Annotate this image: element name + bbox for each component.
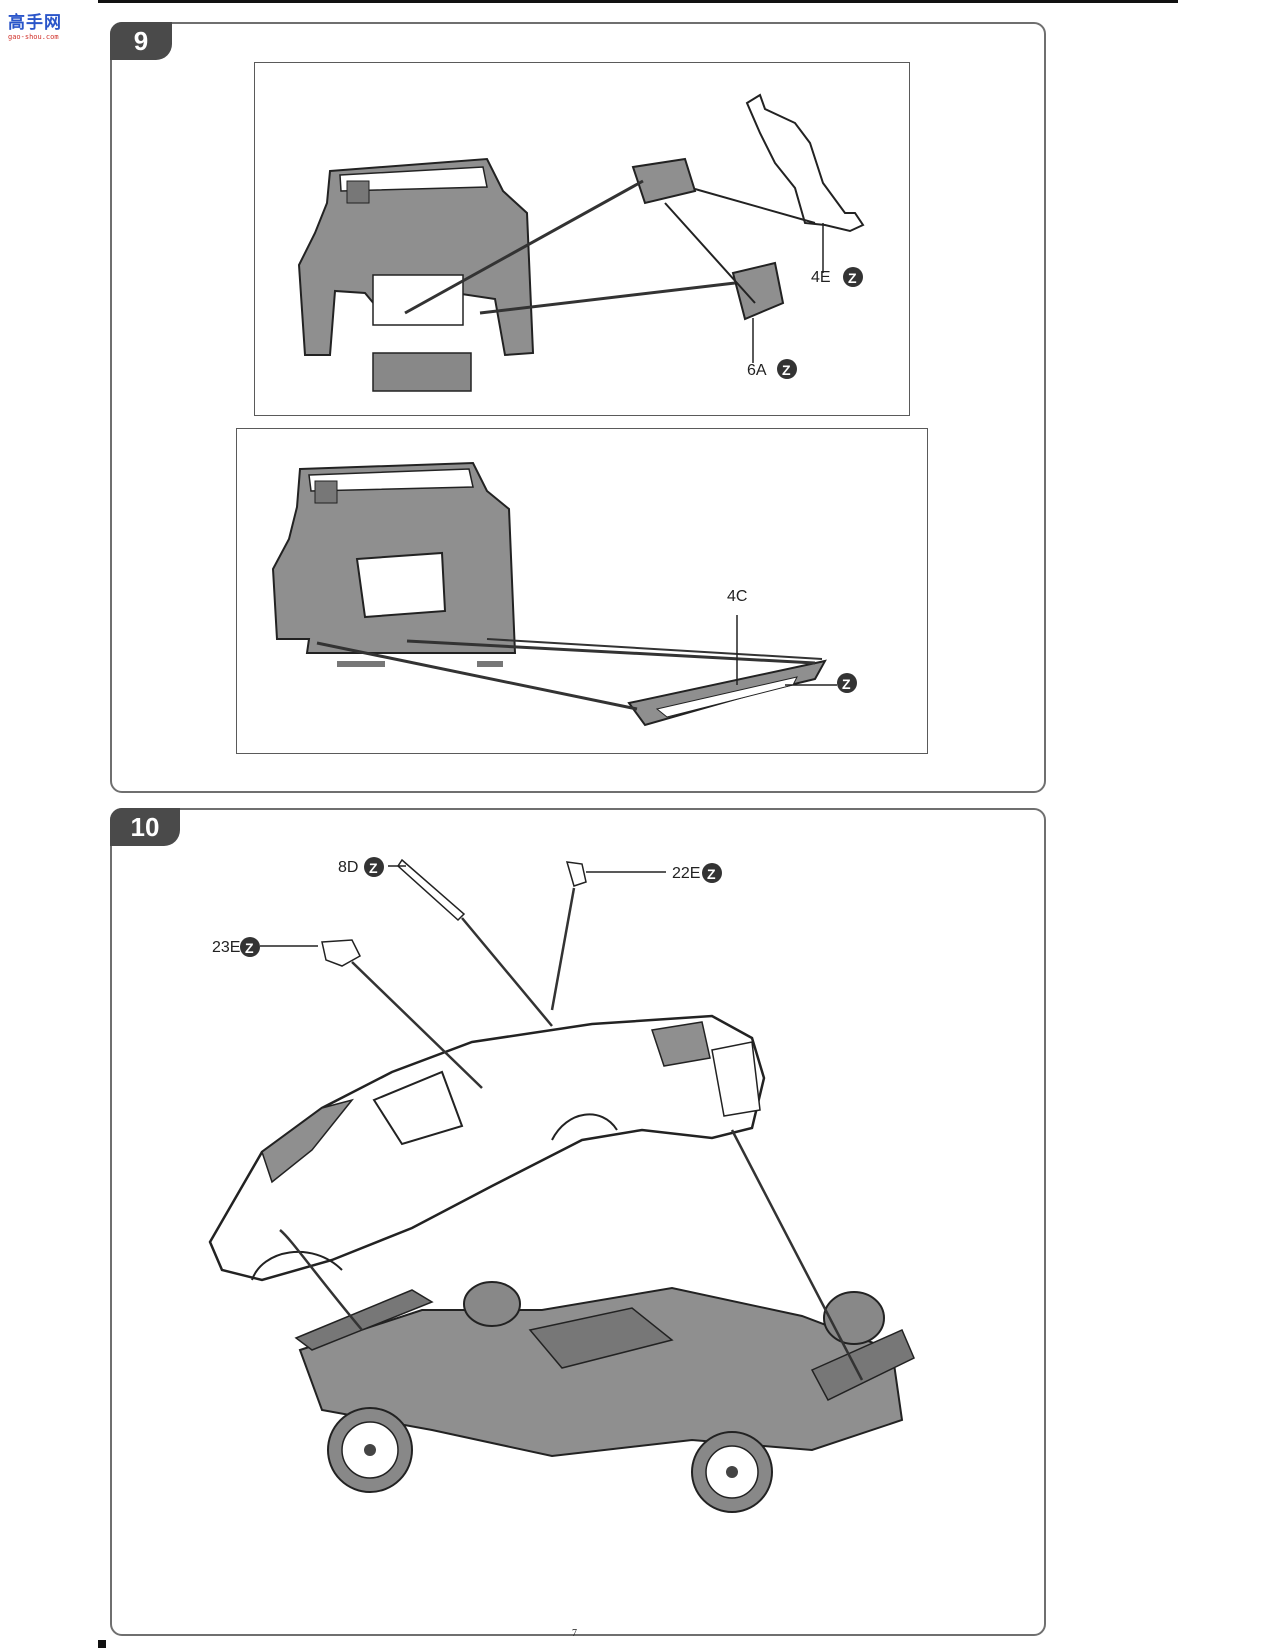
- svg-text:Z: Z: [707, 866, 716, 882]
- part-22e-mirror: [565, 861, 587, 887]
- top-rule: [98, 0, 1178, 3]
- wheel-front-left: [691, 1431, 773, 1513]
- wheel-rear-right: [463, 1281, 521, 1327]
- assembly-arrow: [351, 961, 483, 1089]
- step-9-panel: 9 4E Z: [110, 22, 1046, 793]
- label-z-marker: Z: [837, 673, 857, 693]
- label-22e: 22E Z: [672, 863, 722, 883]
- floor-opening: [372, 274, 464, 326]
- svg-text:4C: 4C: [727, 588, 747, 605]
- svg-text:22E: 22E: [672, 865, 700, 882]
- svg-text:Z: Z: [245, 940, 254, 956]
- svg-text:8D: 8D: [338, 859, 358, 876]
- assembly-arrow: [730, 1129, 864, 1381]
- leader-line: [406, 639, 816, 665]
- svg-text:Z: Z: [369, 860, 378, 876]
- front-grille: [711, 1041, 761, 1117]
- label-8d: 8D Z: [338, 857, 384, 877]
- leader-line: [404, 179, 644, 315]
- rear-frame: [294, 1289, 434, 1351]
- car-body-shell: [208, 1014, 766, 1282]
- step-9-number: 9: [110, 22, 172, 60]
- floor-opening: [355, 551, 447, 619]
- side-window: [372, 1070, 464, 1146]
- step-9-diagram-a-art: 4E Z 6A Z: [297, 93, 865, 392]
- svg-text:23E: 23E: [212, 939, 240, 956]
- assembly-arrow: [550, 887, 576, 1011]
- part-6a-plate-upper: [631, 157, 697, 205]
- watermark-brand: 高手网: [8, 13, 62, 33]
- front-frame: [810, 1329, 915, 1401]
- svg-text:6A: 6A: [747, 362, 767, 379]
- label-23e: 23E Z: [212, 937, 260, 957]
- label-4c: 4C: [727, 588, 747, 605]
- step-10-number: 10: [110, 808, 180, 846]
- part-8d-wiper: [397, 858, 466, 922]
- part-4e-bracket: [745, 93, 865, 233]
- assembly-arrow: [461, 917, 553, 1027]
- bottom-registration-mark: [98, 1640, 106, 1648]
- part-6a-plate-lower: [731, 261, 785, 321]
- svg-text:Z: Z: [848, 270, 857, 286]
- assembly-arrow: [279, 1229, 363, 1331]
- hood-vent: [651, 1021, 711, 1067]
- step-10-panel: 10: [110, 808, 1046, 1636]
- part-23e-mirror: [321, 939, 361, 967]
- svg-text:4E: 4E: [811, 269, 831, 286]
- svg-text:Z: Z: [782, 362, 791, 378]
- rear-louvers: [261, 1098, 355, 1184]
- seat: [528, 1307, 674, 1369]
- step-9-diagram-b: 4C Z: [236, 428, 928, 754]
- label-4e: 4E Z: [811, 267, 863, 287]
- step-9-diagram-b-art: 4C Z: [271, 461, 857, 727]
- wheel-front-right: [823, 1291, 885, 1345]
- leader-line: [486, 638, 823, 660]
- wheel-rear-left: [327, 1407, 413, 1493]
- page-number: 7: [572, 1628, 577, 1639]
- svg-text:Z: Z: [842, 676, 851, 692]
- step-9-diagram-a: 4E Z 6A Z: [254, 62, 910, 416]
- watermark-url: gao-shou.com: [8, 33, 59, 41]
- leader-line: [479, 281, 736, 315]
- watermark-logo: 高手网 gao-shou.com: [8, 8, 70, 42]
- step-10-diagram-art: 8D Z 22E Z 23E Z: [208, 857, 915, 1513]
- leader-line: [316, 641, 638, 711]
- chassis-tub: [298, 1286, 904, 1458]
- label-6a: 6A Z: [747, 359, 797, 379]
